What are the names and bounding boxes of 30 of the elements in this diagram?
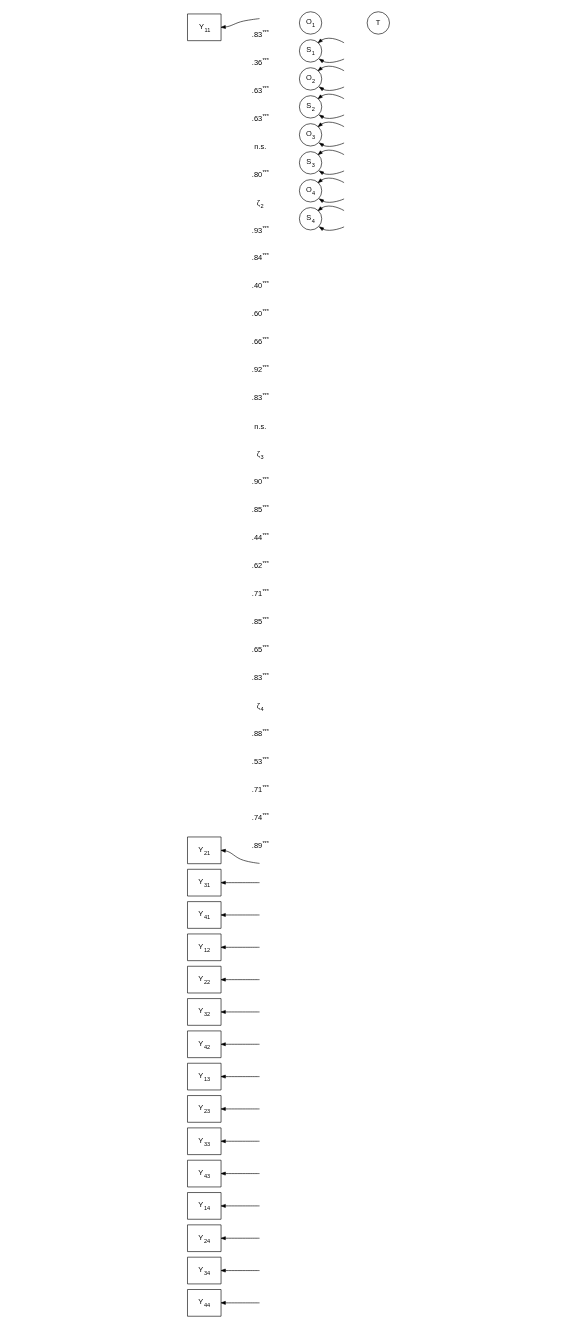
arrow	[318, 86, 345, 91]
arrow	[318, 226, 345, 231]
arrow	[220, 977, 260, 982]
arrow	[318, 198, 345, 203]
arrow	[318, 170, 345, 175]
arrow	[220, 1139, 260, 1144]
arrow	[318, 142, 345, 147]
arrow	[220, 848, 260, 864]
arrow	[317, 93, 345, 100]
arrow	[220, 1171, 260, 1176]
arrow	[220, 1042, 260, 1047]
arrow	[220, 1074, 260, 1079]
arrow	[317, 121, 345, 128]
arrow	[317, 65, 345, 72]
arrow	[317, 149, 345, 156]
arrow	[317, 205, 345, 211]
arrow	[220, 1204, 260, 1208]
arrow	[318, 58, 345, 63]
arrow	[220, 1107, 260, 1111]
arrow	[220, 945, 260, 950]
arrow	[220, 18, 260, 29]
arrow	[220, 1010, 260, 1014]
arrow	[220, 880, 260, 885]
arrow	[220, 1268, 260, 1273]
arrow	[220, 1236, 260, 1241]
arrow	[220, 913, 260, 917]
arrow	[220, 1301, 260, 1305]
arrow	[317, 177, 345, 183]
arrow	[318, 114, 345, 119]
arrow	[317, 37, 345, 44]
